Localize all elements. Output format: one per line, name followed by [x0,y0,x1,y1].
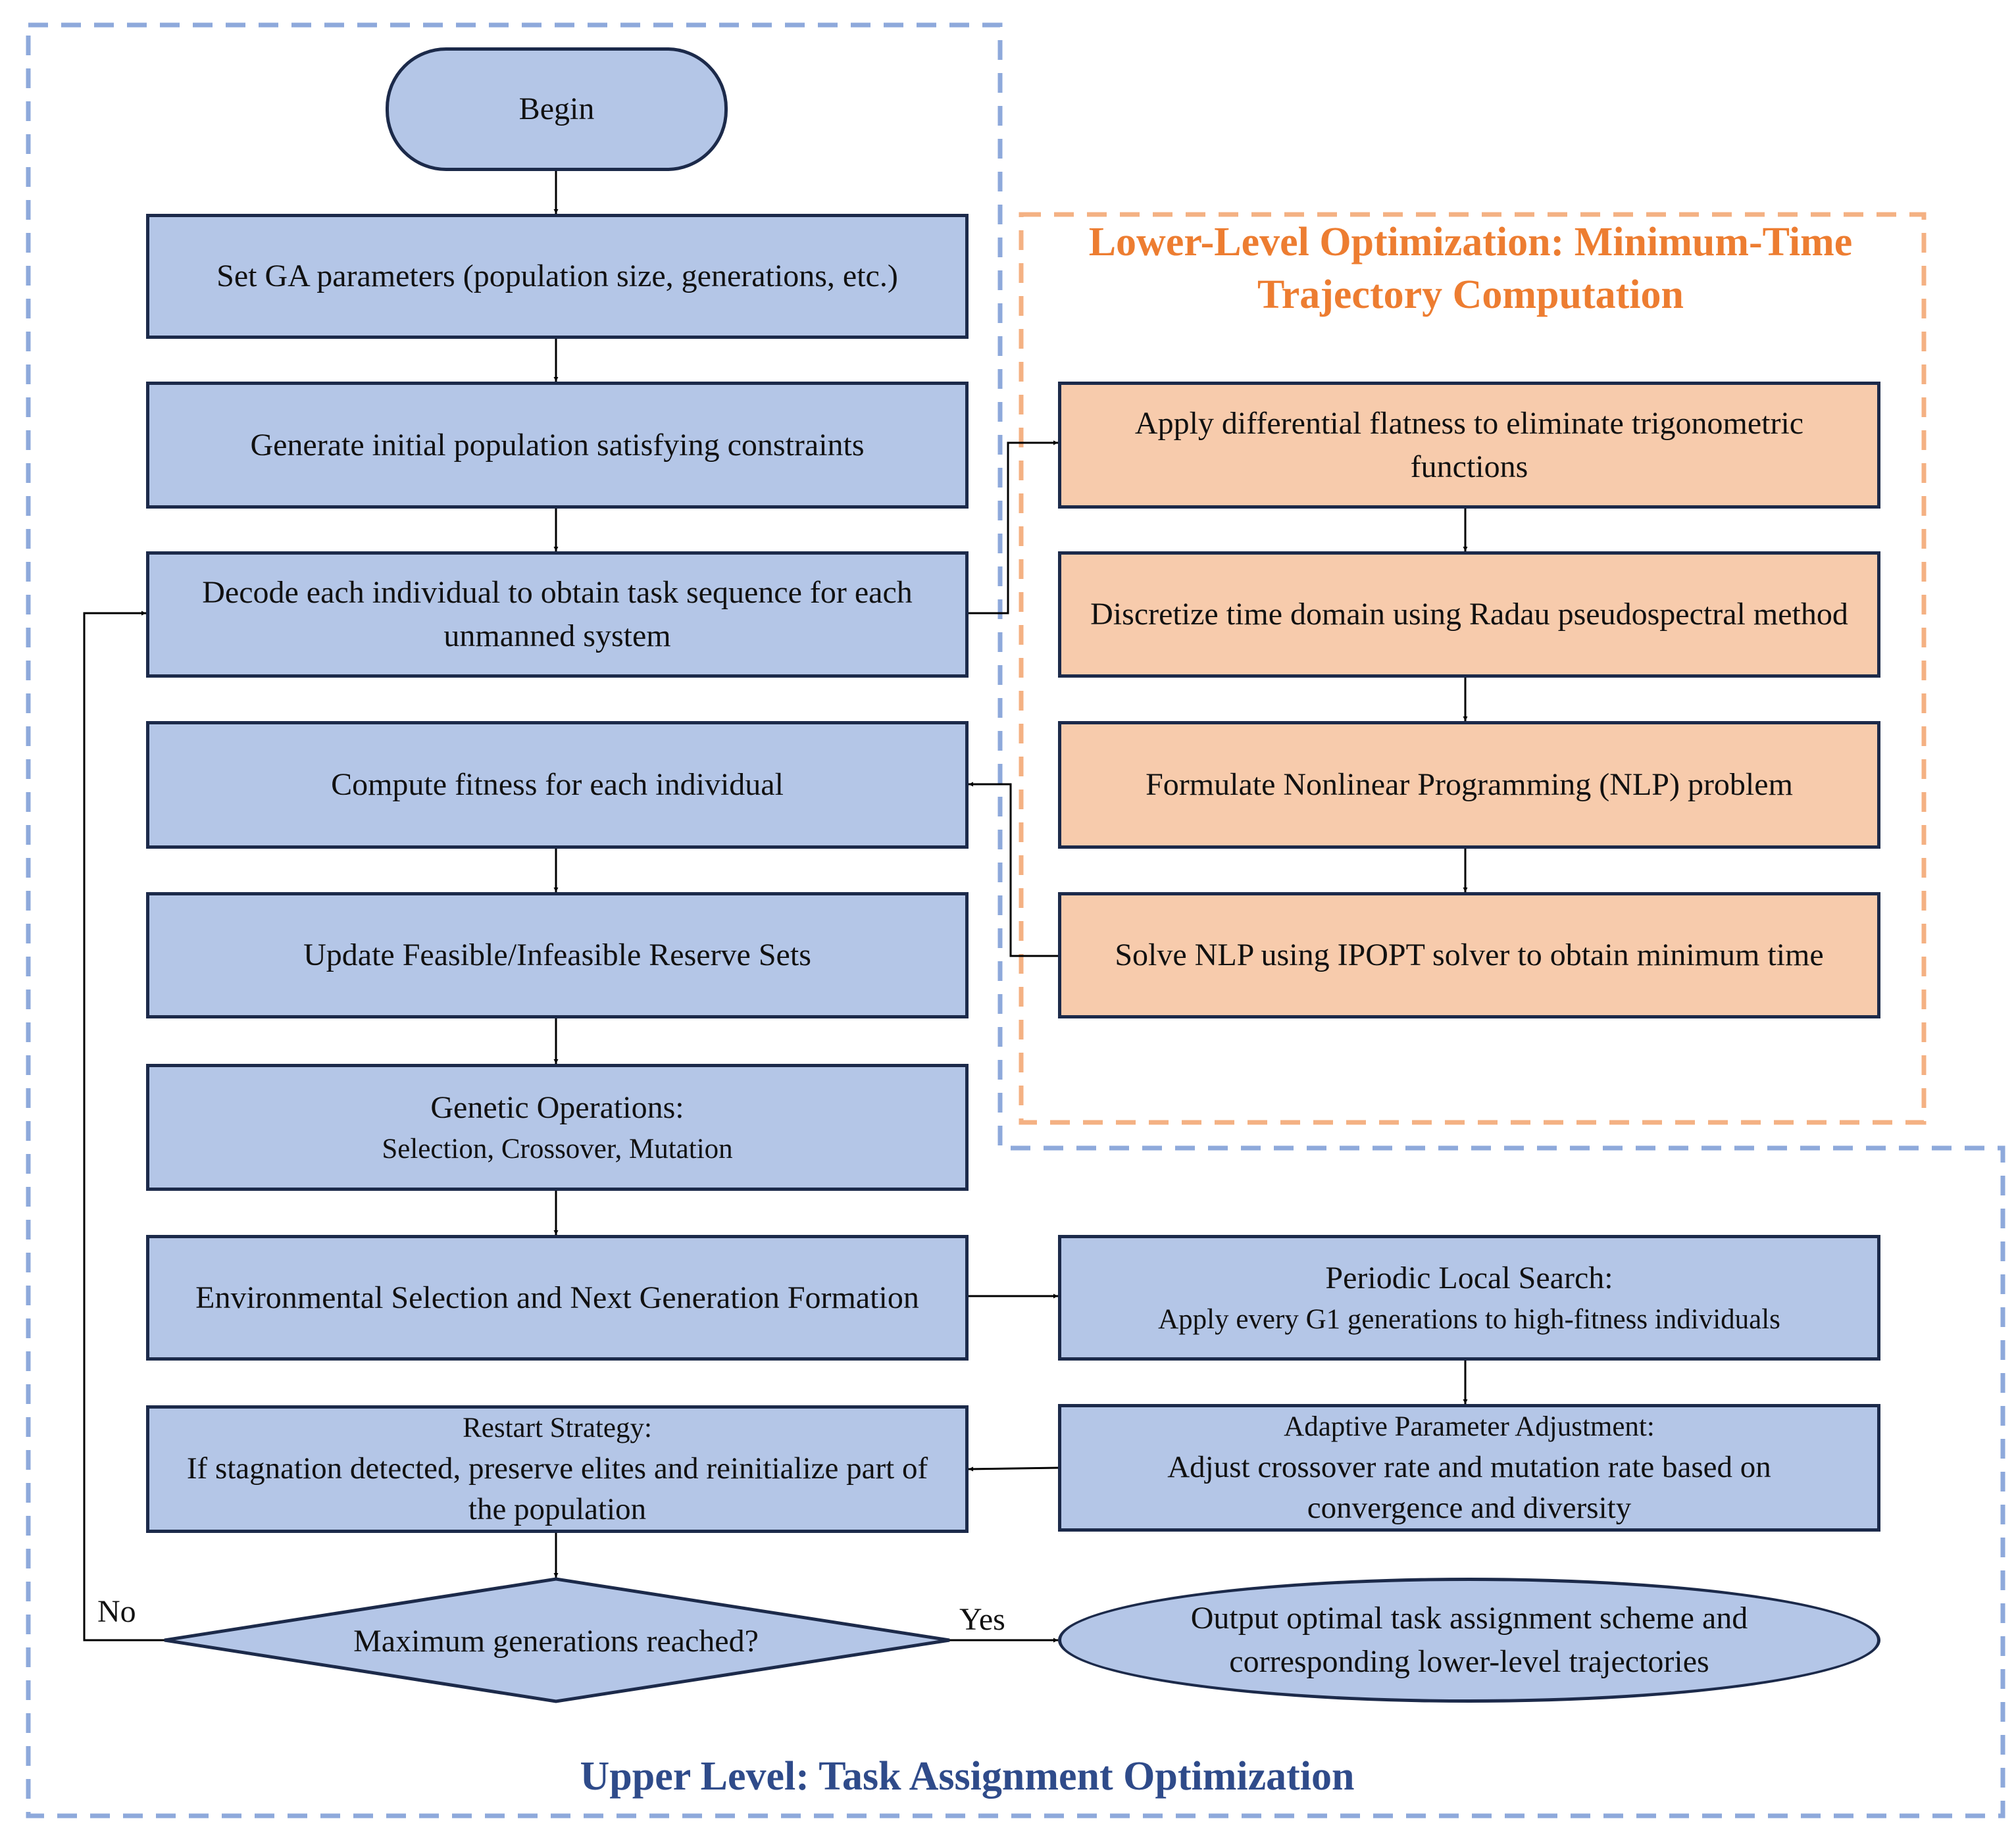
decode-individual-label: Decode each individual to obtain task se… [202,575,913,653]
formulate-nlp-box: Formulate Nonlinear Programming (NLP) pr… [1058,721,1880,849]
set-ga-parameters-box: Set GA parameters (population size, gene… [146,214,969,339]
radau-discretization-label: Discretize time domain using Radau pseud… [1090,597,1848,632]
output-terminal: Output optimal task assignment scheme an… [1058,1578,1880,1703]
output-label: Output optimal task assignment scheme an… [1190,1601,1748,1679]
compute-fitness-label: Compute fitness for each individual [331,767,784,802]
restart-strategy-box: Restart Strategy: If stagnation detected… [146,1405,969,1533]
compute-fitness-box: Compute fitness for each individual [146,721,969,849]
set-ga-parameters-label: Set GA parameters (population size, gene… [216,259,898,293]
solve-nlp-ipopt-box: Solve NLP using IPOPT solver to obtain m… [1058,892,1880,1018]
differential-flatness-label: Apply differential flatness to eliminate… [1134,405,1804,484]
periodic-local-search-box: Periodic Local Search: Apply every G1 ge… [1058,1235,1880,1361]
environmental-selection-label: Environmental Selection and Next Generat… [195,1280,919,1315]
lower-panel-title: Lower-Level Optimization: Minimum-Time T… [1088,220,1853,317]
edge-label-no: No [97,1594,136,1629]
formulate-nlp-label: Formulate Nonlinear Programming (NLP) pr… [1146,767,1793,802]
adaptive-parameter-detail: Adjust crossover rate and mutation rate … [1167,1450,1771,1525]
upper-panel-title: Upper Level: Task Assignment Optimizatio… [580,1754,1355,1799]
generate-population-box: Generate initial population satisfying c… [146,382,969,509]
radau-discretization-box: Discretize time domain using Radau pseud… [1058,551,1880,678]
arrow-solve-to-fitness [969,782,1058,957]
environmental-selection-box: Environmental Selection and Next Generat… [146,1235,969,1361]
arrow-decision-no-loop [83,611,164,1641]
solve-nlp-ipopt-label: Solve NLP using IPOPT solver to obtain m… [1115,938,1824,972]
adaptive-parameter-box: Adaptive Parameter Adjustment: Adjust cr… [1058,1404,1880,1532]
decode-individual-box: Decode each individual to obtain task se… [146,551,969,678]
begin-terminal: Begin [386,47,728,171]
decision-label: Maximum generations reached? [353,1624,759,1659]
differential-flatness-box: Apply differential flatness to eliminate… [1058,382,1880,509]
adaptive-parameter-title: Adaptive Parameter Adjustment: [1284,1411,1655,1442]
arrow-adaptive-to-restart [968,1466,1059,1472]
arrow-decode-to-flatness [967,440,1058,614]
restart-strategy-detail: If stagnation detected, preserve elites … [186,1451,928,1526]
genetic-operations-title: Genetic Operations: [430,1090,684,1125]
periodic-local-search-detail: Apply every G1 generations to high-fitne… [1158,1303,1780,1335]
update-reserve-sets-label: Update Feasible/Infeasible Reserve Sets [303,938,811,972]
edge-label-yes: Yes [959,1602,1005,1637]
genetic-operations-box: Genetic Operations: Selection, Crossover… [146,1064,969,1191]
decision-maximum-generations: Maximum generations reached? [342,1592,770,1691]
restart-strategy-title: Restart Strategy: [463,1413,652,1443]
periodic-local-search-title: Periodic Local Search: [1325,1260,1613,1295]
genetic-operations-detail: Selection, Crossover, Mutation [382,1133,733,1165]
decision-diamond-shape [164,1577,950,1703]
lower-panel-frame [1019,212,1927,1125]
update-reserve-sets-box: Update Feasible/Infeasible Reserve Sets [146,892,969,1018]
upper-panel-frame [26,22,2005,1818]
generate-population-label: Generate initial population satisfying c… [250,427,865,463]
begin-label: Begin [518,91,595,126]
